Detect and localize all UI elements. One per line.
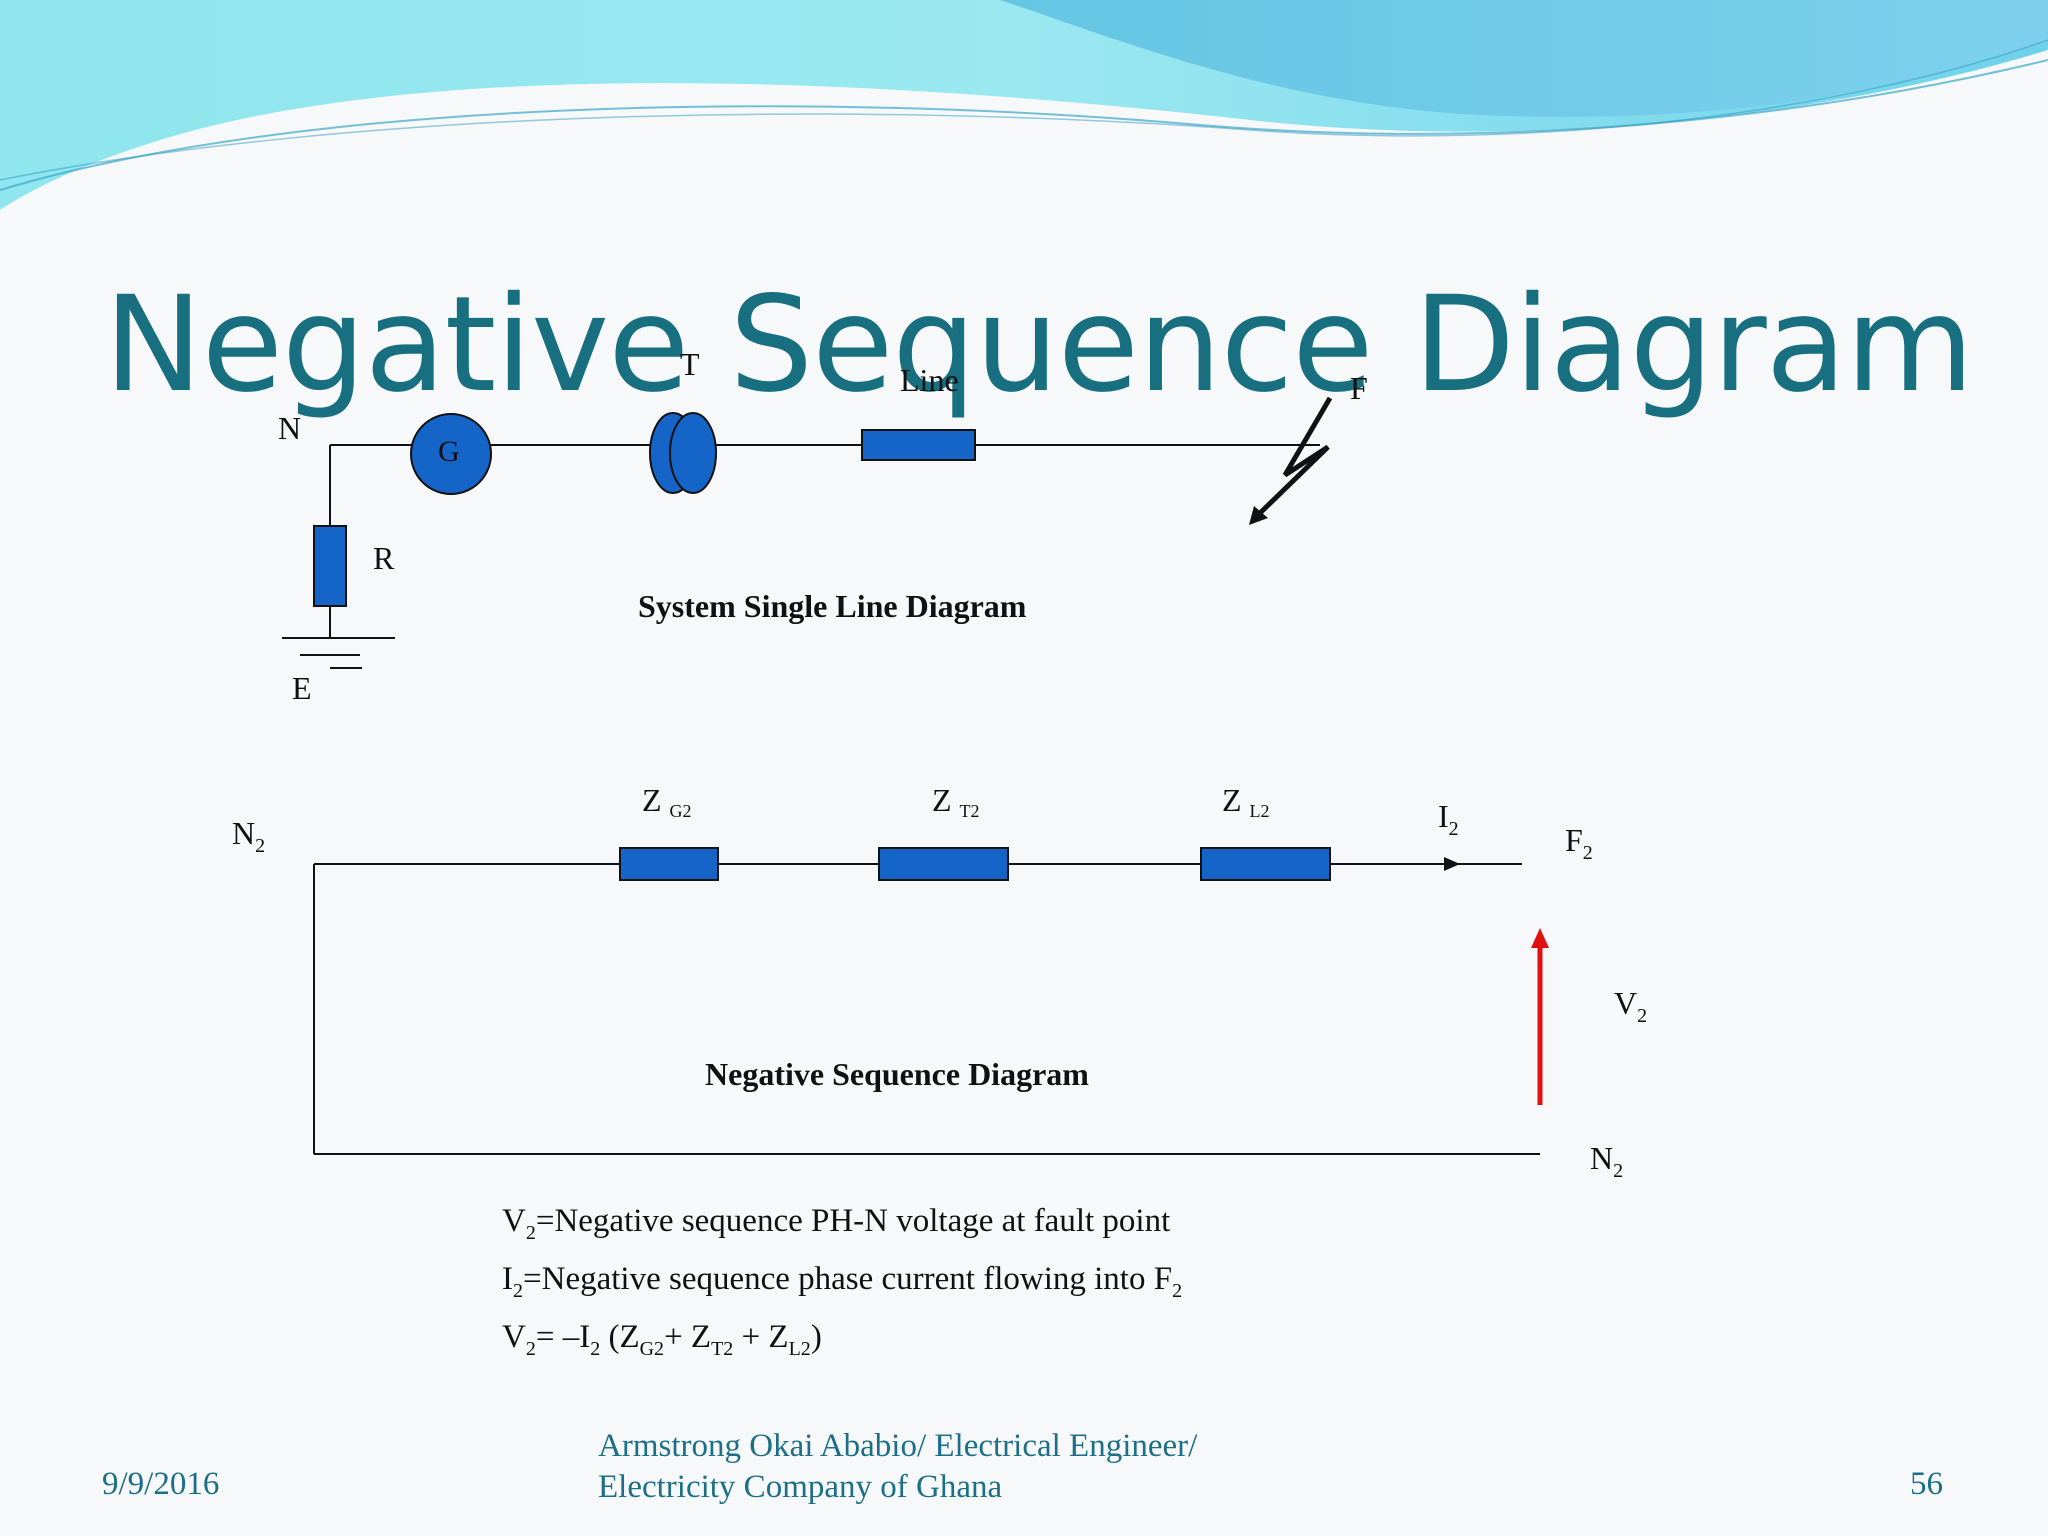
node-f2: F2 [1565,822,1593,864]
definitions-block: V2=Negative sequence PH-N voltage at fau… [502,1198,1182,1372]
header-wave-decoration [0,0,2048,210]
footer-date: 9/9/2016 [102,1466,220,1502]
fault-lightning-icon [1249,396,1333,525]
label-n: N [278,410,302,446]
label-f: F [1350,370,1368,406]
label-line: Line [900,362,959,398]
generator-symbol [410,413,492,495]
label-v2: V2 [1614,985,1648,1027]
equation-v2: V2= –I2 (ZG2+ ZT2 + ZL2) [502,1319,822,1360]
single-line-diagram-caption: System Single Line Diagram [638,588,1027,624]
neutral-resistor [313,525,347,607]
line-impedance-block [861,429,976,461]
definition-i2: I2=Negative sequence phase current flowi… [502,1261,1183,1302]
impedance-zg2-block [619,847,719,881]
label-zt2: Z T2 [932,782,980,821]
label-g: G [438,435,460,468]
label-t: T [680,346,700,382]
label-r: R [373,540,395,576]
definition-v2: V2=Negative sequence PH-N voltage at fau… [502,1203,1171,1244]
label-zl2: Z L2 [1222,782,1270,821]
node-n2-bottom: N2 [1590,1140,1624,1182]
label-e: E [292,670,312,706]
transformer-winding-2 [669,412,717,494]
page-title: Negative Sequence Diagram [104,268,1974,422]
current-arrow-icon [1444,857,1460,871]
label-zg2: Z G2 [642,782,692,821]
footer-author-line-1: Armstrong Okai Ababio/ Electrical Engine… [598,1428,1198,1464]
label-i2: I2 [1438,798,1459,840]
footer-author-line-2: Electricity Company of Ghana [598,1469,1003,1505]
negative-sequence-diagram-caption: Negative Sequence Diagram [705,1056,1089,1092]
negative-sequence-network-graphic [313,863,1540,1155]
footer-page-number: 56 [1910,1466,1943,1502]
node-n2-left: N2 [232,815,266,857]
impedance-zt2-block [878,847,1009,881]
impedance-zl2-block [1200,847,1331,881]
voltage-arrow-icon [1531,928,1549,1105]
footer-author: Armstrong Okai Ababio/ Electrical Engine… [598,1426,1197,1508]
